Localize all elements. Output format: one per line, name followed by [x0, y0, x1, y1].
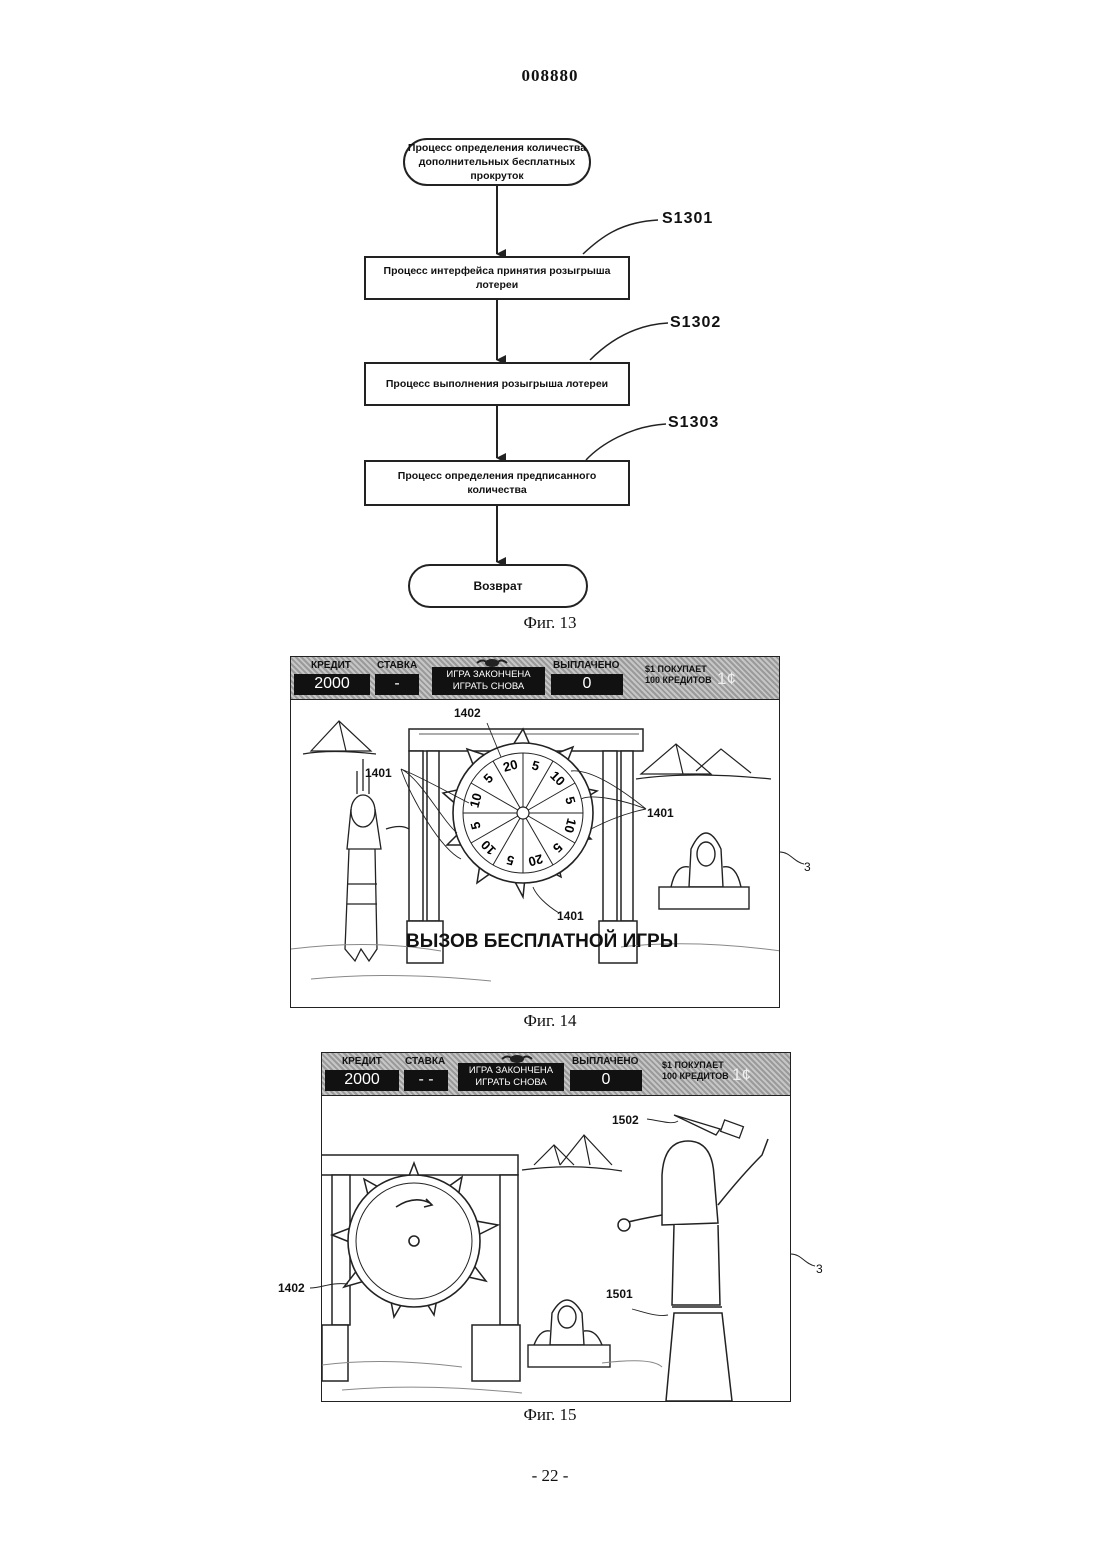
fig15-screen: КРЕДИТ 2000 СТАВКА - - ИГРА ЗАКОНЧЕНА ИГ…: [321, 1052, 791, 1402]
ref-1401-bottom: 1401: [557, 909, 584, 923]
fig13-caption: Фиг. 13: [450, 613, 650, 633]
ref-1402-leader: [310, 1280, 350, 1292]
flowchart-end: Возврат: [408, 564, 588, 608]
buy-info: $1 ПОКУПАЕТ 100 КРЕДИТОВ: [662, 1060, 729, 1082]
fig15-hud: КРЕДИТ 2000 СТАВКА - - ИГРА ЗАКОНЧЕНА ИГ…: [322, 1053, 790, 1096]
ref-1402: 1402: [278, 1281, 305, 1295]
status-line-1: ИГРА ЗАКОНЧЕНА: [458, 1065, 564, 1077]
free-game-banner: ВЫЗОВ БЕСПЛАТНОЙ ИГРЫ: [406, 931, 678, 953]
fig14-scene: 510510520510510520: [291, 699, 780, 1008]
credit-value: 2000: [325, 1070, 399, 1091]
buy-line-1: $1 ПОКУПАЕТ: [645, 664, 712, 675]
buy-info: $1 ПОКУПАЕТ 100 КРЕДИТОВ: [645, 664, 712, 686]
status-line-2: ИГРАТЬ СНОВА: [458, 1077, 564, 1089]
fig14-screen-ref: 3: [804, 860, 811, 874]
dagger-icon: [674, 1115, 743, 1138]
step-label-s1301: S1301: [662, 210, 713, 228]
wheel-hub: [517, 807, 529, 819]
step-s1302: Процесс выполнения розыгрыша лотереи: [364, 362, 630, 406]
fig15-screen-ref: 3: [816, 1262, 823, 1276]
ref-1502: 1502: [612, 1113, 639, 1127]
sphinx-icon: [528, 1300, 610, 1367]
buy-line-1: $1 ПОКУПАЕТ: [662, 1060, 729, 1071]
fig14-caption: Фиг. 14: [450, 1011, 650, 1031]
ref-1401-right: 1401: [647, 806, 674, 820]
fig15-caption: Фиг. 15: [450, 1405, 650, 1425]
step-label-s1302: S1302: [670, 314, 721, 332]
pyramid-icon: [522, 1135, 622, 1171]
bet-label: СТАВКА: [377, 660, 417, 671]
status-line-1: ИГРА ЗАКОНЧЕНА: [432, 669, 545, 681]
buy-line-2: 100 КРЕДИТОВ: [662, 1071, 729, 1082]
pharaoh-figure-icon: [345, 759, 409, 961]
flowchart-start: Процесс определения количества дополните…: [403, 138, 591, 186]
credit-label: КРЕДИТ: [311, 660, 351, 671]
denomination: 1¢: [732, 1065, 751, 1085]
paid-label: ВЫПЛАЧЕНО: [572, 1056, 638, 1067]
ref-1402: 1402: [454, 706, 481, 720]
page-number: - 22 -: [0, 1466, 1100, 1486]
buy-line-2: 100 КРЕДИТОВ: [645, 675, 712, 686]
bet-value: -: [375, 674, 419, 695]
sphinx-icon: [659, 833, 749, 909]
paid-value: 0: [570, 1070, 642, 1091]
bet-value: - -: [404, 1070, 448, 1091]
paid-label: ВЫПЛАЧЕНО: [553, 660, 619, 671]
game-status: ИГРА ЗАКОНЧЕНА ИГРАТЬ СНОВА: [432, 667, 545, 695]
flowchart-connectors: [0, 0, 1100, 640]
credit-label: КРЕДИТ: [342, 1056, 382, 1067]
warrior-figure-icon: [618, 1139, 768, 1401]
denomination: 1¢: [717, 669, 736, 689]
fig14-hud: КРЕДИТ 2000 СТАВКА - ИГРА ЗАКОНЧЕНА ИГРА…: [291, 657, 779, 700]
step-s1303: Процесс определения предписанного количе…: [364, 460, 630, 506]
ref-1401-left: 1401: [365, 766, 392, 780]
bet-label: СТАВКА: [405, 1056, 445, 1067]
lottery-wheel: 510510520510510520: [453, 743, 593, 883]
credit-value: 2000: [294, 674, 370, 695]
pyramid-left-icon: [303, 721, 376, 754]
pyramid-right-icon: [636, 744, 771, 779]
spinning-wheel: [348, 1175, 480, 1307]
status-line-2: ИГРАТЬ СНОВА: [432, 681, 545, 693]
fig15-scene: [322, 1095, 791, 1402]
paid-value: 0: [551, 674, 623, 695]
game-status: ИГРА ЗАКОНЧЕНА ИГРАТЬ СНОВА: [458, 1063, 564, 1091]
fig14-screen: КРЕДИТ 2000 СТАВКА - ИГРА ЗАКОНЧЕНА ИГРА…: [290, 656, 780, 1008]
step-label-s1303: S1303: [668, 414, 719, 432]
ref-1501: 1501: [606, 1287, 633, 1301]
step-s1301: Процесс интерфейса принятия розыгрыша ло…: [364, 256, 630, 300]
